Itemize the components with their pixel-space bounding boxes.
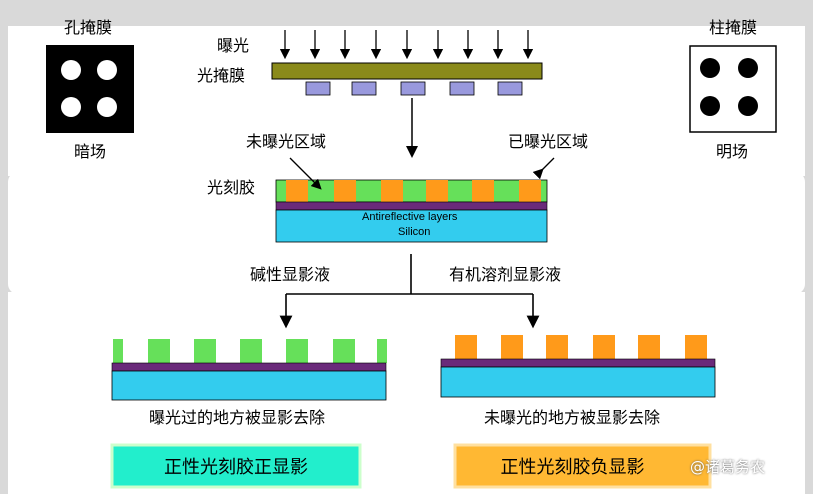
branch-lines [279,254,540,329]
photomask-label: 光掩膜 [197,66,246,85]
exposed-wafer-stack [275,179,548,243]
negative-wafer [440,335,716,398]
hole-mask-label: 孔掩膜 [64,18,113,37]
positive-result-box [110,443,362,489]
negative-result-label: 正性光刻胶负显影 [500,457,645,478]
positive-caption: 曝光过的地方被显影去除 [149,408,326,427]
photomask-icon [271,62,543,96]
hole-mask-icon [46,45,134,133]
pillar-mask-icon [689,45,777,133]
pillar-mask-label: 柱掩膜 [709,18,758,37]
unexposed-region-label: 未曝光区域 [246,132,327,151]
exposed-region-label: 已曝光区域 [508,132,589,151]
negative-caption: 未曝光的地方被显影去除 [484,408,661,427]
positive-wafer [111,339,387,401]
exposed-pointer [532,157,555,180]
alkaline-developer-label: 碱性显影液 [250,265,331,284]
photoresist-label: 光刻胶 [207,178,256,197]
organic-developer-label: 有机溶剂显影液 [449,265,562,284]
silicon-label: Silicon [398,226,431,238]
watermark: @诸葛务农 [690,458,766,476]
exposure-label: 曝光 [217,36,250,55]
exposure-arrows [279,30,534,60]
antireflective-label: Antireflective layers [362,211,458,223]
unexposed-pointer [289,157,322,190]
bright-field-label: 明场 [716,142,749,161]
negative-result-box [453,443,712,489]
dark-field-label: 暗场 [74,142,107,161]
positive-result-label: 正性光刻胶正显影 [164,457,308,478]
